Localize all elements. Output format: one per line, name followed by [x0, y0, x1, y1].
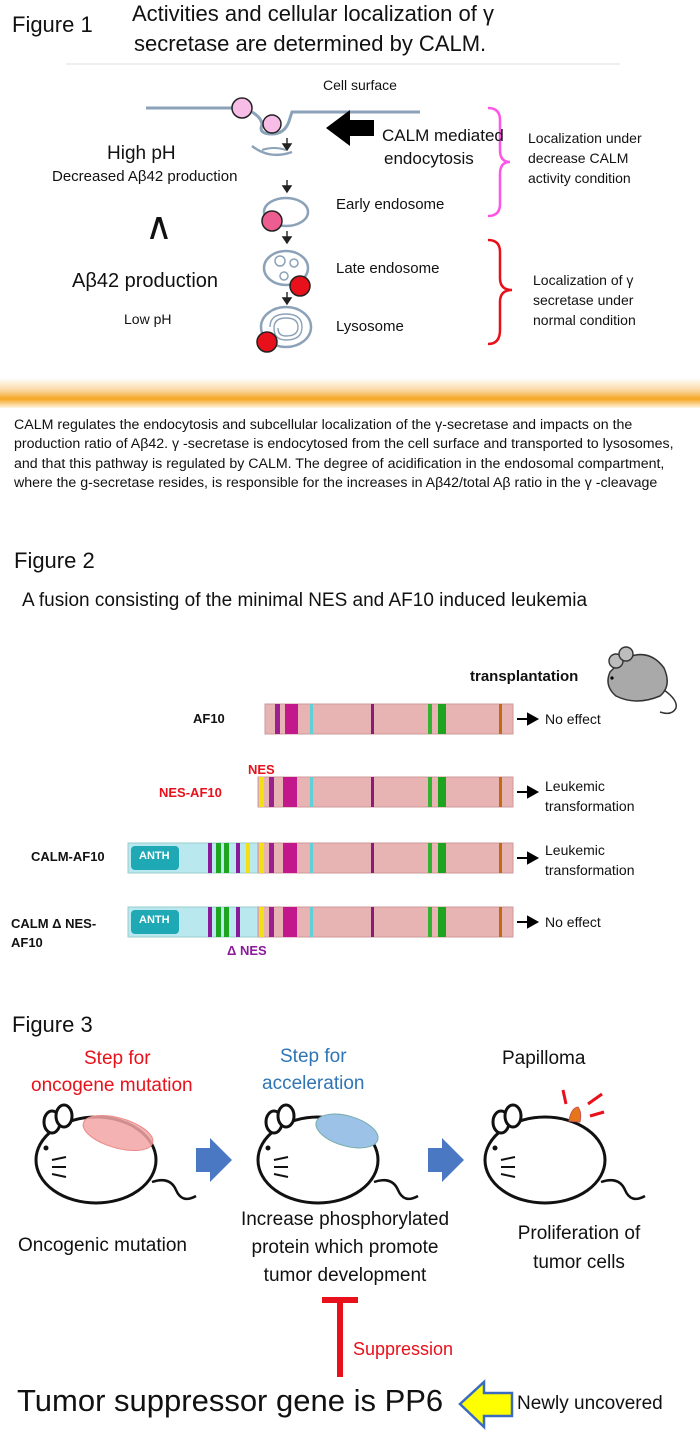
papilloma-label: Papilloma [502, 1048, 586, 1069]
calm-delta-nes-af10-construct [127, 906, 514, 938]
figure3-label: Figure 3 [12, 1012, 93, 1037]
bracket-bottom-text: Localization of γ secretase under normal… [533, 270, 636, 330]
label-cell-surface: Cell surface [323, 77, 397, 93]
bracket-top-line2: decrease CALM [528, 150, 629, 166]
mouse-3-icon [483, 1089, 646, 1205]
step1-line1: Step for [84, 1048, 151, 1069]
label-lysosome: Lysosome [336, 318, 404, 335]
bracket-top-line1: Localization under [528, 130, 642, 146]
bracket-decreased-calm [487, 106, 511, 218]
step2-line2: acceleration [262, 1073, 365, 1094]
block-arrow-icon-1 [196, 1138, 232, 1182]
mouse-1-icon [34, 1103, 197, 1205]
gamma-secretase-late [289, 275, 311, 297]
membrane-right [251, 110, 420, 136]
label-abeta-production: Aβ42 production [72, 270, 219, 292]
figure2-subtitle: A fusion consisting of the minimal NES a… [22, 590, 588, 611]
row-calm-dnes-af10-name: CALM Δ NES- AF10 [11, 914, 96, 952]
block-arrow-icon-2 [428, 1138, 464, 1182]
suppression-label: Suppression [353, 1339, 454, 1359]
row-calm-af10-name: CALM-AF10 [31, 849, 105, 864]
membrane-left [146, 106, 246, 114]
row-nes-af10-outcome-line1: Leukemic [545, 778, 605, 794]
mouse-icon [607, 646, 677, 715]
row-calm-dnes-name-line2: AF10 [11, 935, 43, 950]
bottom-label-3-line2: tumor cells [533, 1252, 625, 1273]
tumor-icon [568, 1106, 582, 1123]
step1-line2: oncogene mutation [31, 1075, 193, 1096]
orange-divider-band [0, 378, 700, 408]
row-calm-af10-outcome-line1: Leukemic [545, 842, 605, 858]
label-decreased-production: Decreased Aβ42 production [52, 168, 238, 185]
label-early-endosome: Early endosome [336, 196, 445, 213]
row-calm-af10-outcome-line2: transformation [545, 862, 635, 878]
figure2-label: Figure 2 [14, 548, 95, 573]
conclusion-text: Tumor suppressor gene is PP6 [17, 1383, 444, 1418]
transplantation-label: transplantation [470, 668, 579, 685]
bottom-label-3: Proliferation of tumor cells [496, 1219, 662, 1277]
figure1-title-line1: Activities and cellular localization of … [132, 1, 494, 26]
label-endocytosis: endocytosis [384, 149, 474, 168]
comparison-symbol: ∧ [145, 206, 173, 248]
nes-marker: NES [248, 762, 275, 777]
gamma-secretase-early [261, 210, 283, 232]
row-af10-name: AF10 [193, 711, 225, 726]
suppression-inhibitor-icon [322, 1297, 358, 1377]
bracket-top-line3: activity condition [528, 170, 631, 186]
bracket-bottom-line2: secretase under [533, 292, 634, 308]
gamma-secretase-lysosome [256, 331, 278, 353]
pathway-arrows [281, 138, 293, 306]
bottom-label-1: Oncogenic mutation [18, 1235, 187, 1256]
nes-af10-construct [257, 776, 514, 808]
label-high-ph: High pH [107, 143, 176, 164]
bottom-label-2-line3: tumor development [263, 1265, 427, 1286]
row-af10-outcome: No effect [545, 711, 601, 727]
result-arrows [517, 712, 540, 929]
row-calm-dnes-name-line1: CALM Δ NES- [11, 916, 97, 931]
row-nes-af10-outcome-line2: transformation [545, 798, 635, 814]
figure1-diagram [0, 63, 700, 408]
row-nes-af10-name: NES-AF10 [159, 785, 222, 800]
bottom-label-2-line1: Increase phosphorylated [240, 1209, 450, 1230]
endocytic-vesicle [251, 144, 293, 157]
row-nes-af10-outcome: Leukemic transformation [545, 776, 634, 816]
bottom-label-3-line1: Proliferation of [517, 1223, 641, 1244]
delta-nes-marker: Δ NES [227, 943, 267, 958]
anth-label-row4: ANTH [139, 914, 170, 926]
figure1-title-line2: secretase are determined by CALM. [134, 31, 487, 56]
yellow-arrow-icon [458, 1379, 514, 1430]
mouse-2-icon [256, 1103, 419, 1205]
row-calm-af10-outcome: Leukemic transformation [545, 840, 634, 880]
anth-label-row3: ANTH [139, 850, 170, 862]
label-low-ph: Low pH [124, 311, 172, 327]
figure1-caption: CALM regulates the endocytosis and subce… [14, 417, 674, 492]
bottom-label-2-line2: protein which promote [251, 1237, 439, 1258]
bracket-bottom-line3: normal condition [533, 312, 636, 328]
bottom-label-2: Increase phosphorylated protein which pr… [226, 1206, 464, 1290]
newly-uncovered-label: Newly uncovered [517, 1393, 663, 1414]
row-calm-dnes-outcome: No effect [545, 914, 601, 930]
gamma-secretase-pit [262, 114, 282, 134]
label-late-endosome: Late endosome [336, 260, 440, 277]
black-arrow-icon [326, 110, 374, 146]
calm-af10-construct [127, 842, 514, 874]
step2-line1: Step for [280, 1046, 347, 1067]
figure1-label: Figure 1 [12, 12, 93, 37]
bracket-top-text: Localization under decrease CALM activit… [528, 128, 642, 188]
gamma-secretase-surface [231, 97, 253, 119]
label-calm-mediated: CALM mediated [382, 126, 504, 145]
bracket-bottom-line1: Localization of γ [533, 272, 634, 288]
af10-construct [264, 703, 514, 735]
bracket-normal [487, 238, 513, 346]
